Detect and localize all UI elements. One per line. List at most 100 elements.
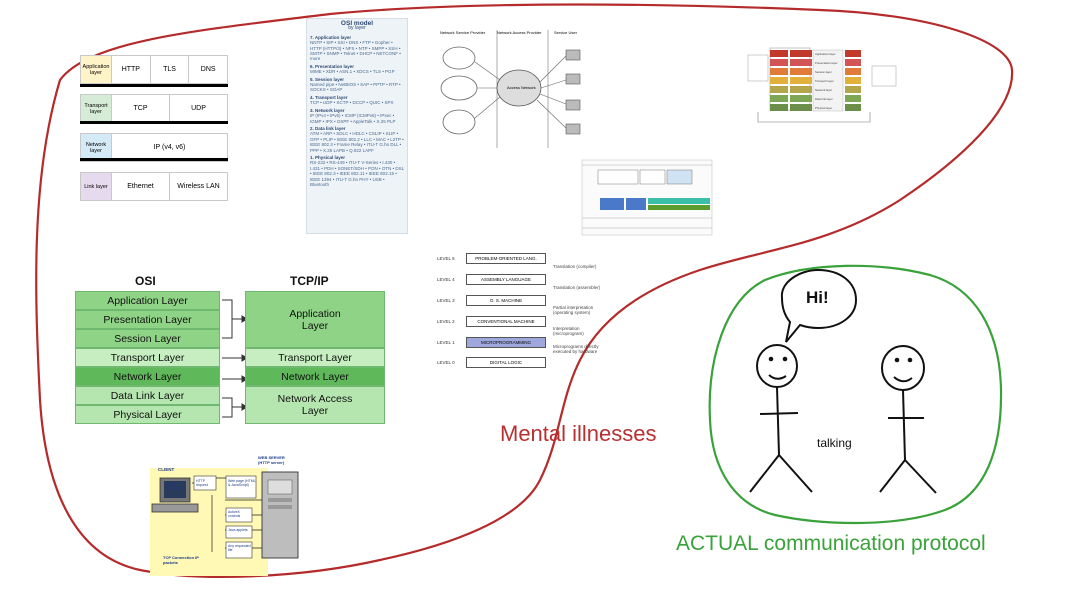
communication-outline [708, 264, 1003, 525]
doc-section-body: Named pipe • NetBIOS • SAP • PPTP • RTP … [310, 82, 401, 93]
level-label: LEVEL 5 [437, 256, 455, 261]
osi-model-document: OSI model by layer 7. Application layer … [306, 18, 408, 234]
doc-section-body: TCP • UDP • SCTP • DCCP • QUIC • SPX [310, 100, 394, 106]
osi-title: OSI [135, 274, 156, 288]
actual-protocol-label: ACTUAL communication protocol [676, 532, 986, 555]
cs-box-label: Java applets [228, 528, 248, 532]
doc-section-body: RS-232 • RS-449 • ITU-T V-Series • I.430… [310, 160, 404, 187]
mental-illness-outline [35, 3, 1014, 578]
level-label: LEVEL 4 [437, 277, 455, 282]
client-server-figure [150, 468, 299, 576]
layer-mapping-arrows [222, 299, 248, 418]
svg-text:Session layer: Session layer [815, 70, 832, 74]
doc-subtitle: by layer [348, 25, 366, 32]
svg-text:Transport layer: Transport layer [815, 79, 834, 83]
tcpip-layer: Network Layer [245, 367, 385, 386]
tcpip-layer-table: Application layer HTTP TLS DNS Transport… [80, 55, 228, 211]
table-cell: TCP [111, 95, 169, 122]
stick-figure-right [879, 345, 937, 494]
server-label: WEB SERVER (HTTP server) [258, 455, 285, 465]
table-row: Link layer Ethernet Wireless LAN [80, 172, 228, 201]
row-label: Network layer [85, 141, 107, 154]
table-row: Application layer HTTP TLS DNS [80, 55, 228, 84]
tcpip-layer: Network Access Layer [245, 386, 385, 424]
doc-section-title: 4. Transport layer [310, 94, 348, 100]
cs-footer-label: TCP Connection IP packets [163, 555, 199, 565]
level-desc: Interpretation (microprogram) [553, 326, 584, 336]
network-diagram [440, 30, 581, 148]
divider [80, 158, 228, 161]
doc-section-title: 1. Physical layer [310, 154, 346, 160]
divider [80, 121, 228, 124]
table-row: Network layer IP (v4, v6) [80, 133, 228, 162]
network-header: Network Access Provider [497, 30, 542, 35]
cs-box-label: Any requested file [228, 544, 251, 552]
svg-text:Presentation layer: Presentation layer [815, 61, 838, 65]
level-box: CONVENTIONAL MACHINE [466, 316, 546, 327]
network-header: Service User [554, 30, 577, 35]
mental-illnesses-label: Mental illnesses [500, 421, 657, 446]
cloud-label: Access Network [507, 85, 536, 90]
osi-layer: Presentation Layer [75, 310, 220, 329]
divider [80, 84, 228, 87]
osi-layer: Session Layer [75, 329, 220, 348]
table-cell: HTTP [111, 56, 150, 83]
table-cell: DNS [188, 56, 228, 83]
row-label: Link layer [84, 183, 108, 190]
left-eye-icon [768, 356, 774, 362]
speech-bubble [780, 268, 858, 343]
osi-layer: Network Layer [75, 367, 220, 386]
doc-section-title: 5. Session layer [310, 76, 345, 82]
table-cell: IP (v4, v6) [111, 134, 227, 161]
level-label: LEVEL 1 [437, 340, 455, 345]
doc-section-body: MIME • XDR • ASN.1 • XDCS • TLS • PGP [310, 69, 395, 75]
level-desc: Translation (compiler) [553, 264, 597, 269]
level-desc: Microprograms directly executed by hardw… [553, 344, 599, 354]
level-label: LEVEL 0 [437, 360, 455, 365]
packet-header-figure [581, 159, 713, 236]
svg-text:Data link layer: Data link layer [815, 97, 833, 101]
osi-layer-stack: Application Layer Presentation Layer Ses… [75, 291, 220, 424]
cs-box-label: ActiveX controls [228, 510, 241, 518]
cs-box-label: browser, client apps [165, 482, 182, 490]
doc-section-body: NNTP • SIP • SSI • DNS • FTP • Gopher • … [310, 40, 401, 62]
table-cell: UDP [169, 95, 227, 122]
client-label: CLIENT [158, 467, 175, 472]
doc-section-title: 2. Data link layer [310, 125, 346, 131]
talking-label: talking [817, 436, 852, 450]
osi-layer: Application Layer [75, 291, 220, 310]
table-row: Transport layer TCP UDP [80, 94, 228, 123]
network-header: Network Service Provider [440, 30, 486, 35]
svg-text:Application layer: Application layer [815, 52, 836, 56]
level-desc: Partial interpretation (operating system… [553, 305, 594, 315]
table-cell: Ethernet [111, 173, 169, 200]
svg-text:Network layer: Network layer [815, 88, 832, 92]
level-box: O. S. MACHINE [466, 295, 546, 306]
doc-section-title: 3. Network layer [310, 107, 345, 113]
doc-title: OSI model [340, 20, 374, 27]
tcpip-layer: Application Layer [245, 291, 385, 348]
tcpip-layer: Transport Layer [245, 348, 385, 367]
level-box: MICROPROGRAMMING [466, 337, 546, 348]
right-eye-icon [907, 357, 913, 363]
level-box: DIGITAL LOGIC [466, 357, 546, 368]
speech-text: Hi! [806, 288, 829, 307]
row-label: Transport layer [84, 102, 108, 115]
svg-text:Physical layer: Physical layer [815, 106, 832, 110]
table-cell: Wireless LAN [169, 173, 227, 200]
left-eye-icon [894, 357, 900, 363]
doc-section-body: ATM • ARP • SDLC • HDLC • CSLIP • SLIP •… [310, 131, 404, 153]
level-box: PROBLEM-ORIENTED LANG. [466, 253, 546, 264]
doc-section-title: 6. Presentation layer [310, 63, 355, 69]
cs-box-label: HTTP request [196, 479, 208, 487]
level-box: ASSEMBLY LANGUAGE [466, 274, 546, 285]
osi-layer: Transport Layer [75, 348, 220, 367]
right-eye-icon [782, 356, 788, 362]
doc-section-body: IP (IPv4 • IPv6) • ICMP (ICMPv6) • IPsec… [310, 113, 396, 124]
tcpip-layer-stack: Application Layer Transport Layer Networ… [245, 291, 385, 424]
tcpip-title: TCP/IP [290, 274, 329, 288]
osi-layer: Physical Layer [75, 405, 220, 424]
stick-figure-left [749, 344, 813, 493]
